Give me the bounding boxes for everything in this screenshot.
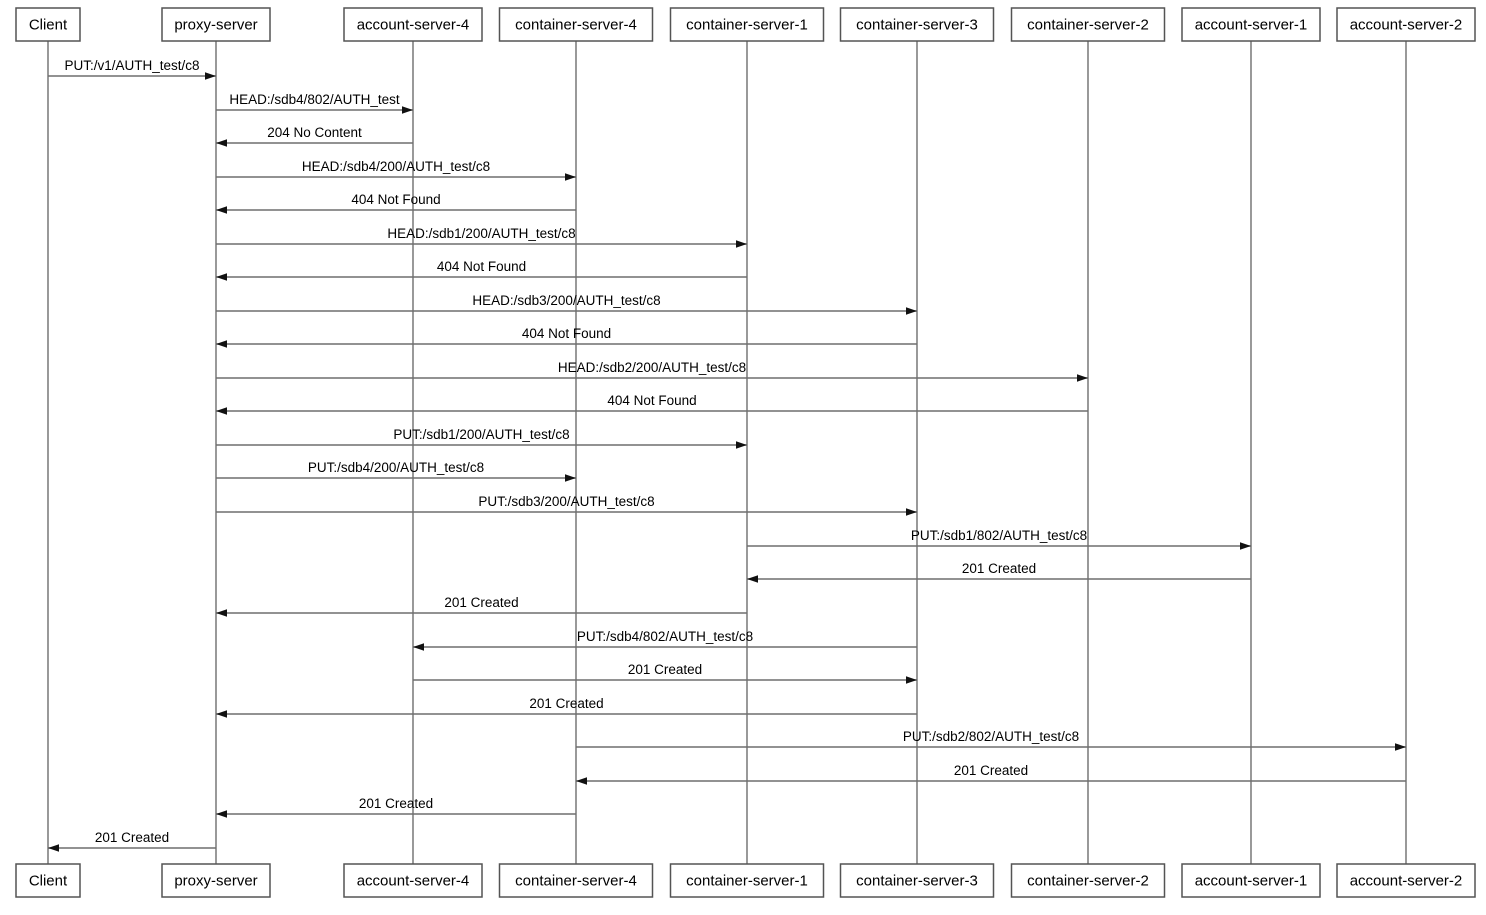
actor-label-top: proxy-server (174, 16, 257, 33)
message-arrowhead (1077, 374, 1088, 382)
message-arrowhead (906, 508, 917, 516)
message-label: HEAD:/sdb1/200/AUTH_test/c8 (387, 226, 575, 241)
message-arrowhead (906, 307, 917, 315)
actor-label-top: container-server-1 (686, 16, 808, 33)
actor-box-top-container-server-1 (669, 7, 825, 42)
message-arrowhead (747, 575, 758, 583)
actor-box-top-container-server-3 (839, 7, 995, 42)
actor-box-bottom-container-server-3 (839, 863, 995, 898)
actor-box-top-account-server-2 (1336, 7, 1476, 42)
actor-label-bottom: container-server-3 (856, 872, 978, 889)
message-label: 201 Created (95, 830, 169, 845)
message-label: 201 Created (444, 595, 518, 610)
message-arrowhead (736, 240, 747, 248)
actor-box-top-account-server-1 (1181, 7, 1321, 42)
actor-label-bottom: container-server-4 (515, 872, 637, 889)
actor-box-bottom-proxy-server (161, 863, 271, 898)
message-label: 204 No Content (267, 125, 362, 140)
message-arrowhead (216, 810, 227, 818)
actor-box-bottom-account-server-1 (1181, 863, 1321, 898)
message-arrowhead (1240, 542, 1251, 550)
message-arrowhead (413, 643, 424, 651)
message-label: PUT:/sdb4/802/AUTH_test/c8 (577, 629, 753, 644)
message-arrowhead (216, 273, 227, 281)
message-arrowhead (216, 407, 227, 415)
message-label: 404 Not Found (437, 259, 526, 274)
message-label: 201 Created (529, 696, 603, 711)
actor-label-bottom: account-server-2 (1350, 872, 1463, 889)
message-arrowhead (402, 106, 413, 114)
message-label: HEAD:/sdb2/200/AUTH_test/c8 (558, 360, 746, 375)
message-label: PUT:/v1/AUTH_test/c8 (64, 58, 199, 73)
actor-label-bottom: Client (29, 872, 68, 889)
actor-label-top: account-server-4 (357, 16, 470, 33)
message-arrowhead (216, 710, 227, 718)
message-label: 404 Not Found (351, 192, 440, 207)
message-label: PUT:/sdb2/802/AUTH_test/c8 (903, 729, 1079, 744)
actor-label-top: container-server-2 (1027, 16, 1149, 33)
message-label: PUT:/sdb4/200/AUTH_test/c8 (308, 460, 484, 475)
message-arrowhead (205, 72, 216, 80)
message-arrowhead (1395, 743, 1406, 751)
actor-label-top: account-server-1 (1195, 16, 1308, 33)
message-label: 404 Not Found (607, 393, 696, 408)
actor-label-top: Client (29, 16, 68, 33)
actor-label-bottom: container-server-2 (1027, 872, 1149, 889)
message-label: PUT:/sdb3/200/AUTH_test/c8 (478, 494, 654, 509)
message-label: HEAD:/sdb3/200/AUTH_test/c8 (472, 293, 660, 308)
actor-label-top: container-server-3 (856, 16, 978, 33)
actor-box-top-proxy-server (161, 7, 271, 42)
message-label: PUT:/sdb1/802/AUTH_test/c8 (911, 528, 1087, 543)
actor-box-bottom-container-server-2 (1010, 863, 1166, 898)
message-arrowhead (216, 206, 227, 214)
message-arrowhead (216, 139, 227, 147)
actor-box-bottom-account-server-2 (1336, 863, 1476, 898)
message-arrowhead (216, 340, 227, 348)
actor-label-bottom: proxy-server (174, 872, 257, 889)
message-label: PUT:/sdb1/200/AUTH_test/c8 (393, 427, 569, 442)
message-label: 201 Created (962, 561, 1036, 576)
message-arrowhead (48, 844, 59, 852)
actor-box-top-client (15, 7, 81, 42)
actor-label-bottom: account-server-4 (357, 872, 470, 889)
message-label: HEAD:/sdb4/200/AUTH_test/c8 (302, 159, 490, 174)
message-label: 201 Created (954, 763, 1028, 778)
actor-box-top-container-server-2 (1010, 7, 1166, 42)
actor-label-top: account-server-2 (1350, 16, 1463, 33)
actor-label-bottom: account-server-1 (1195, 872, 1308, 889)
message-label: HEAD:/sdb4/802/AUTH_test (229, 92, 400, 107)
actor-box-bottom-container-server-1 (669, 863, 825, 898)
message-label: 404 Not Found (522, 326, 611, 341)
message-arrowhead (565, 173, 576, 181)
actor-box-bottom-container-server-4 (498, 863, 654, 898)
actor-box-top-container-server-4 (498, 7, 654, 42)
actor-label-bottom: container-server-1 (686, 872, 808, 889)
message-arrowhead (906, 676, 917, 684)
message-label: 201 Created (359, 796, 433, 811)
message-arrowhead (736, 441, 747, 449)
actor-box-bottom-account-server-4 (343, 863, 483, 898)
message-arrowhead (216, 609, 227, 617)
actor-label-top: container-server-4 (515, 16, 637, 33)
actor-box-bottom-client (15, 863, 81, 898)
message-label: 201 Created (628, 662, 702, 677)
actor-box-top-account-server-4 (343, 7, 483, 42)
message-arrowhead (576, 777, 587, 785)
message-arrowhead (565, 474, 576, 482)
